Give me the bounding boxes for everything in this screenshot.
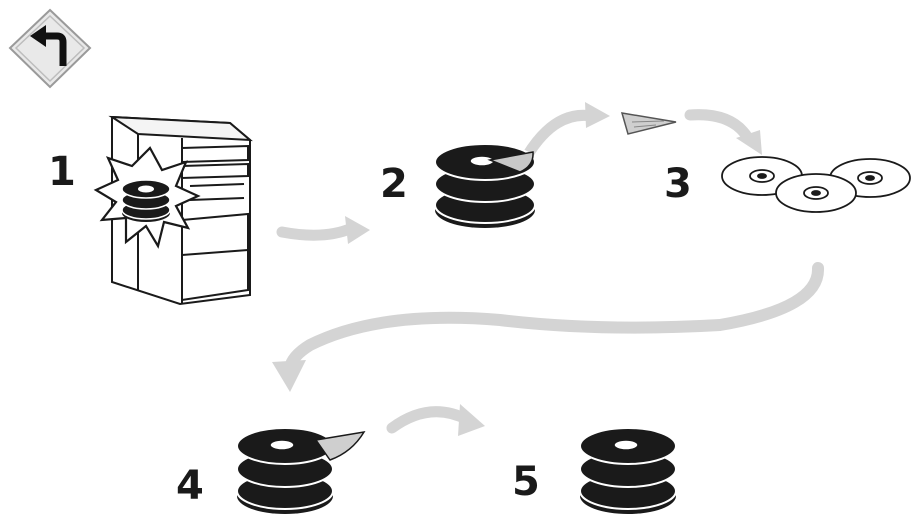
turn-left-arrow-icon (30, 25, 67, 66)
step-3-number: 3 (664, 161, 692, 207)
step-2-number: 2 (380, 161, 408, 207)
step-1-number: 1 (48, 149, 76, 195)
arrow-step4-to-step5 (386, 404, 485, 436)
step-5-number: 5 (512, 459, 540, 505)
optical-disc-front-icon (775, 173, 857, 213)
damaged-disk-stack-icon (121, 179, 171, 222)
arrow-step1-to-step2 (276, 216, 370, 244)
arrow-step2-to-wedge (521, 102, 610, 162)
data-wedge-icon (487, 151, 534, 173)
arrow-step3-to-step4 (272, 262, 824, 392)
step-4-number: 4 (176, 463, 204, 509)
data-wedge-icon (314, 430, 366, 461)
arrow-wedge-to-step3 (684, 109, 762, 155)
